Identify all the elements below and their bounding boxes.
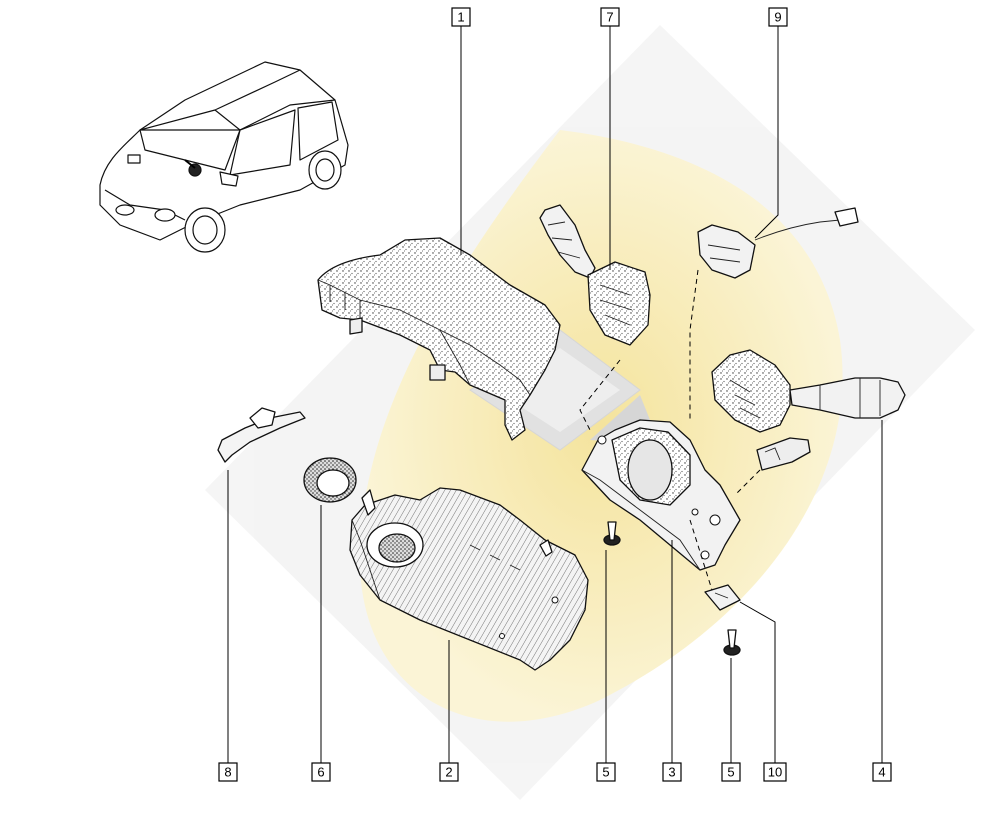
clip-part-10 — [704, 584, 741, 611]
callout-4-label: 4 — [878, 765, 885, 780]
switch-bracket-part-3 — [581, 419, 741, 571]
callout-3-label: 3 — [668, 765, 675, 780]
connector-part-9 — [697, 207, 859, 279]
lower-shroud-part-2 — [349, 487, 589, 671]
callout-2-label: 2 — [445, 765, 452, 780]
assembly-dashed-lines — [579, 269, 761, 591]
callout-5-right: 5 — [721, 762, 741, 782]
callout-5-right-label: 5 — [727, 765, 734, 780]
callout-9-label: 9 — [774, 10, 781, 25]
ring-part-6 — [303, 457, 357, 503]
callout-10-label: 10 — [768, 765, 782, 780]
clip-part-8 — [217, 407, 306, 463]
car-overview-icon — [99, 61, 349, 253]
right-stalk-switch-part-4 — [711, 349, 906, 471]
callout-3: 3 — [662, 762, 682, 782]
callout-8-label: 8 — [224, 765, 231, 780]
callout-5-left: 5 — [596, 762, 616, 782]
callout-6-label: 6 — [317, 765, 324, 780]
callout-4: 4 — [872, 762, 892, 782]
callout-5-left-label: 5 — [602, 765, 609, 780]
callout-8: 8 — [218, 762, 238, 782]
callout-10: 10 — [763, 762, 787, 782]
callout-7-label: 7 — [606, 10, 613, 25]
leader-lines — [227, 26, 883, 763]
screw-part-5-left — [603, 521, 621, 546]
callout-6: 6 — [311, 762, 331, 782]
callout-7: 7 — [600, 7, 620, 27]
screw-part-5-right — [723, 629, 741, 656]
callout-9: 9 — [768, 7, 788, 27]
callout-1-label: 1 — [457, 10, 464, 25]
callout-1: 1 — [451, 7, 471, 27]
upper-shroud-part-1 — [317, 237, 561, 441]
left-stalk-switch-part-7 — [539, 204, 651, 346]
callout-2: 2 — [439, 762, 459, 782]
